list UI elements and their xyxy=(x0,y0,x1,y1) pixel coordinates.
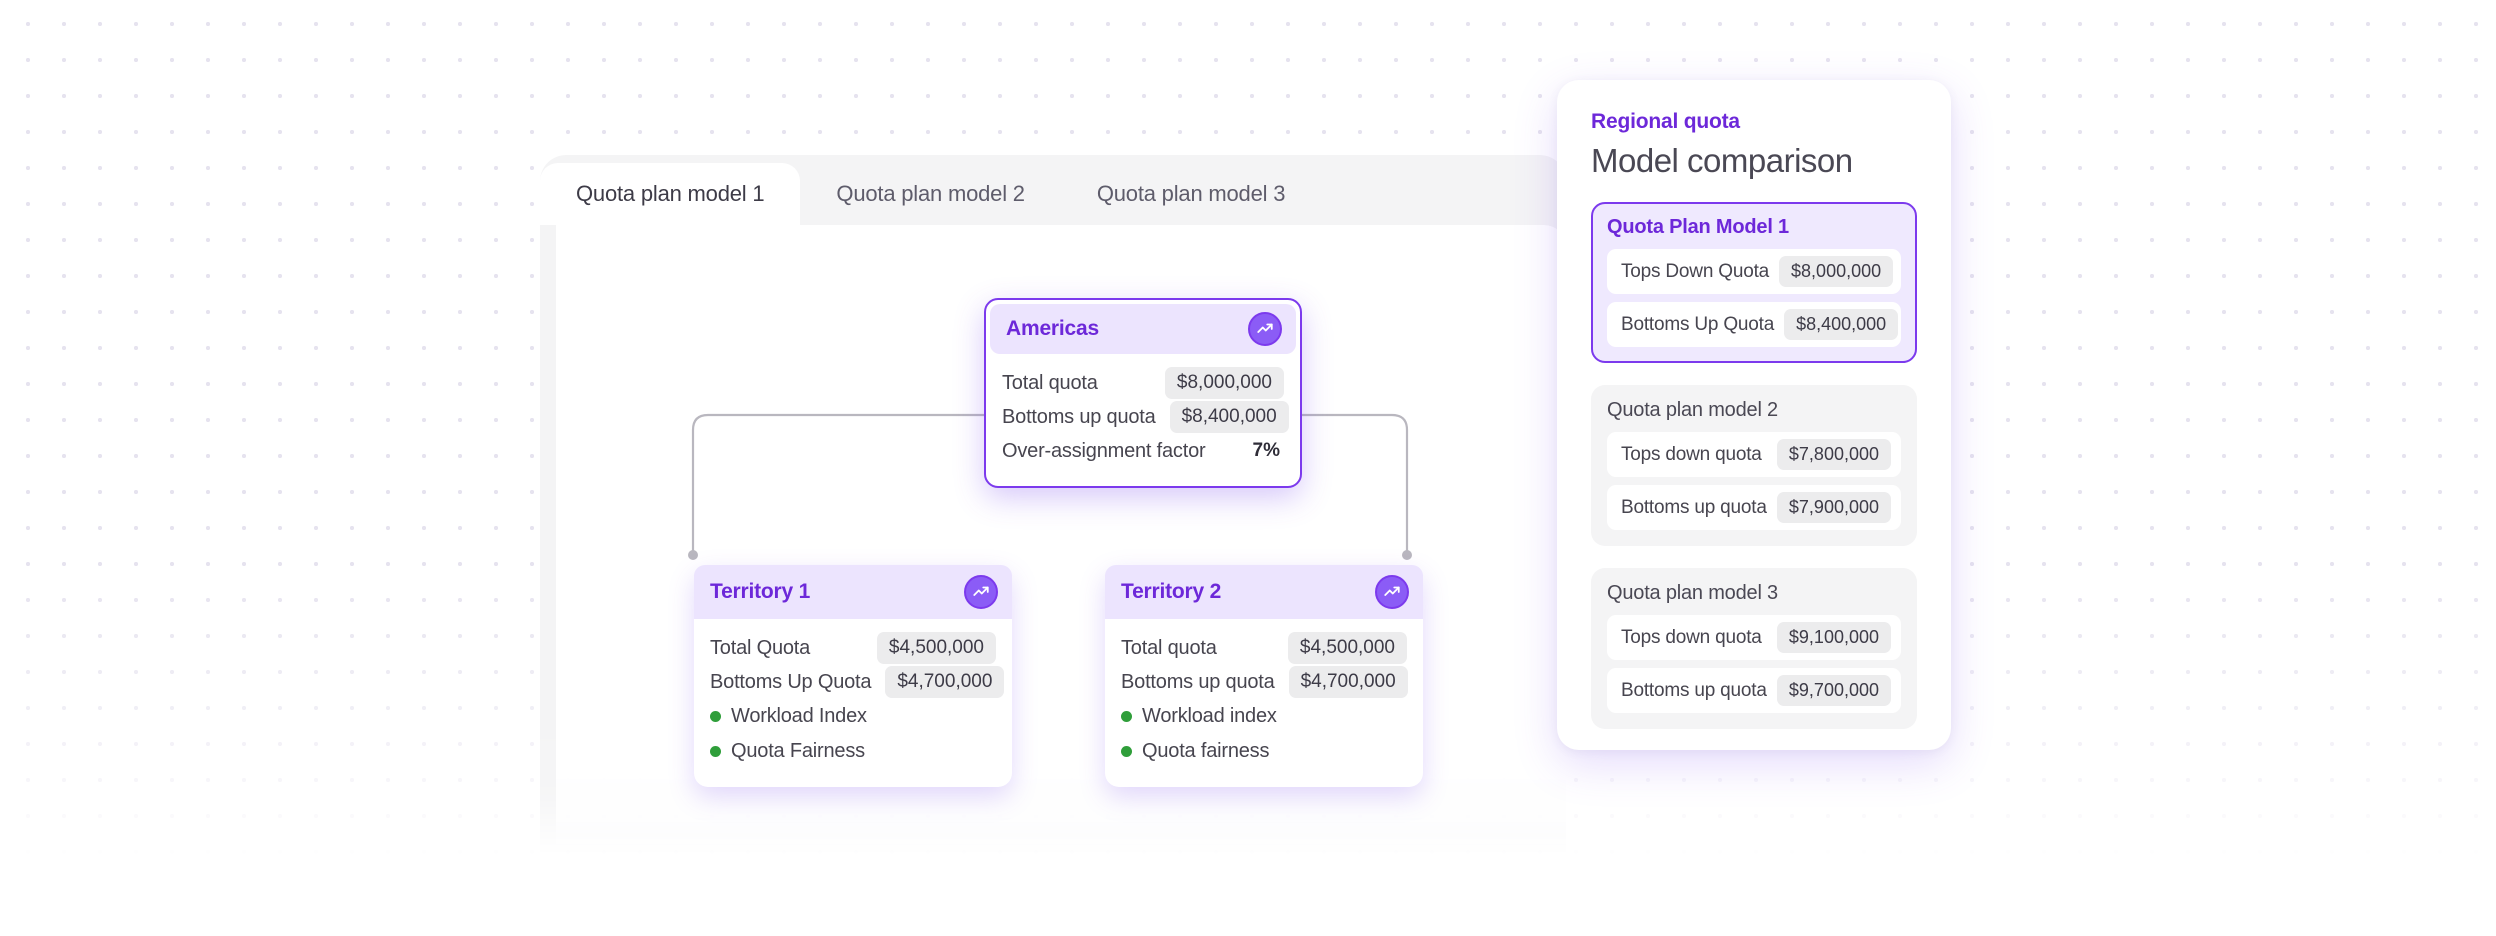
model-metric-label: Tops down quota xyxy=(1621,443,1762,465)
model-name: Quota Plan Model 1 xyxy=(1607,216,1789,238)
node-card-territory-2[interactable]: Territory 2 Total quota $4,500,000 Botto… xyxy=(1105,565,1423,787)
metric-row: Total Quota $4,500,000 xyxy=(710,631,996,665)
node-body: Total quota $8,000,000 Bottoms up quota … xyxy=(986,354,1300,486)
model-metric-label: Bottoms Up Quota xyxy=(1621,313,1775,335)
tab-label: Quota plan model 1 xyxy=(576,181,765,206)
metric-label: Bottoms up quota xyxy=(1002,405,1156,428)
model-block-quota-plan-model-3[interactable]: Quota plan model 3 Tops down quota $9,10… xyxy=(1591,568,1917,729)
status-label: Workload Index xyxy=(731,705,867,727)
node-header: Americas xyxy=(990,304,1296,354)
metric-label: Total quota xyxy=(1002,371,1098,394)
metric-row: Bottoms up quota $4,700,000 xyxy=(1121,665,1408,699)
model-metric-value: $7,800,000 xyxy=(1776,439,1891,470)
model-metric-row: Tops Down Quota $8,000,000 xyxy=(1607,249,1901,294)
quota-model-tabs: Quota plan model 1 Quota plan model 2 Qu… xyxy=(540,163,1321,225)
metric-value: $4,700,000 xyxy=(885,666,1005,698)
node-body: Total quota $4,500,000 Bottoms up quota … xyxy=(1105,619,1423,787)
metric-label: Total Quota xyxy=(710,636,811,659)
model-metric-row: Tops down quota $7,800,000 xyxy=(1607,432,1901,477)
status-dot-icon xyxy=(710,746,721,757)
status-dot-icon xyxy=(1121,711,1132,722)
metric-label: Bottoms Up Quota xyxy=(710,670,872,693)
model-metric-row: Tops down quota $9,100,000 xyxy=(1607,615,1901,660)
model-metric-label: Bottoms up quota xyxy=(1621,679,1767,701)
metric-row: Over-assignment factor 7% xyxy=(1002,434,1284,468)
trending-up-icon[interactable] xyxy=(964,575,998,609)
tab-quota-plan-model-1[interactable]: Quota plan model 1 xyxy=(540,163,801,225)
model-comparison-panel: Regional quota Model comparison Quota Pl… xyxy=(1557,80,1951,750)
status-label: Workload index xyxy=(1142,705,1277,727)
node-card-americas[interactable]: Americas Total quota $8,000,000 Bottoms … xyxy=(984,298,1302,488)
metric-row: Total quota $8,000,000 xyxy=(1002,366,1284,400)
tab-quota-plan-model-3[interactable]: Quota plan model 3 xyxy=(1061,163,1321,225)
model-metric-row: Bottoms up quota $9,700,000 xyxy=(1607,668,1901,713)
metric-row: Bottoms Up Quota $4,700,000 xyxy=(710,665,1005,699)
status-row: Quota fairness xyxy=(1121,734,1407,769)
status-label: Quota fairness xyxy=(1142,740,1270,762)
status-row: Workload Index xyxy=(710,699,996,734)
trending-up-icon[interactable] xyxy=(1375,575,1409,609)
model-metric-value: $8,400,000 xyxy=(1784,309,1899,340)
node-title: Territory 1 xyxy=(710,580,811,603)
node-header: Territory 2 xyxy=(1105,565,1423,619)
model-block-quota-plan-model-2[interactable]: Quota plan model 2 Tops down quota $7,80… xyxy=(1591,385,1917,546)
model-metric-value: $9,700,000 xyxy=(1776,675,1891,706)
node-title: Americas xyxy=(1006,317,1099,340)
status-label: Quota Fairness xyxy=(731,740,865,762)
trending-up-icon[interactable] xyxy=(1248,312,1282,346)
model-metric-label: Bottoms up quota xyxy=(1621,496,1767,518)
node-header: Territory 1 xyxy=(694,565,1012,619)
status-dot-icon xyxy=(1121,746,1132,757)
tab-label: Quota plan model 3 xyxy=(1096,181,1286,206)
tab-label: Quota plan model 2 xyxy=(836,181,1025,206)
model-metric-row: Bottoms up quota $7,900,000 xyxy=(1607,485,1901,530)
model-metric-label: Tops Down Quota xyxy=(1621,260,1770,282)
metric-row: Total quota $4,500,000 xyxy=(1121,631,1407,665)
status-row: Quota Fairness xyxy=(710,734,996,769)
model-name: Quota plan model 3 xyxy=(1607,582,1778,604)
model-name: Quota plan model 2 xyxy=(1607,399,1778,421)
node-body: Total Quota $4,500,000 Bottoms Up Quota … xyxy=(694,619,1012,787)
metric-row: Bottoms up quota $8,400,000 xyxy=(1002,400,1289,434)
tab-quota-plan-model-2[interactable]: Quota plan model 2 xyxy=(800,163,1060,225)
metric-label: Total quota xyxy=(1121,636,1217,659)
status-row: Workload index xyxy=(1121,699,1407,734)
panel-title: Model comparison xyxy=(1591,142,1853,179)
model-metric-value: $7,900,000 xyxy=(1776,492,1891,523)
metric-value: 7% xyxy=(1252,440,1280,461)
panel-eyebrow: Regional quota xyxy=(1591,110,1740,133)
model-metric-label: Tops down quota xyxy=(1621,626,1762,648)
metric-value: $4,700,000 xyxy=(1288,666,1408,698)
model-metric-value: $8,000,000 xyxy=(1779,256,1894,287)
model-metric-row: Bottoms Up Quota $8,400,000 xyxy=(1607,302,1901,347)
metric-value: $4,500,000 xyxy=(876,632,996,664)
model-block-quota-plan-model-1[interactable]: Quota Plan Model 1 Tops Down Quota $8,00… xyxy=(1591,202,1917,363)
metric-label: Over-assignment factor xyxy=(1002,439,1206,462)
model-metric-value: $9,100,000 xyxy=(1776,622,1891,653)
node-card-territory-1[interactable]: Territory 1 Total Quota $4,500,000 Botto… xyxy=(694,565,1012,787)
metric-label: Bottoms up quota xyxy=(1121,670,1275,693)
metric-value: $8,400,000 xyxy=(1169,401,1289,433)
status-dot-icon xyxy=(710,711,721,722)
metric-value: $4,500,000 xyxy=(1287,632,1407,664)
metric-value: $8,000,000 xyxy=(1164,367,1284,399)
node-title: Territory 2 xyxy=(1121,580,1222,603)
